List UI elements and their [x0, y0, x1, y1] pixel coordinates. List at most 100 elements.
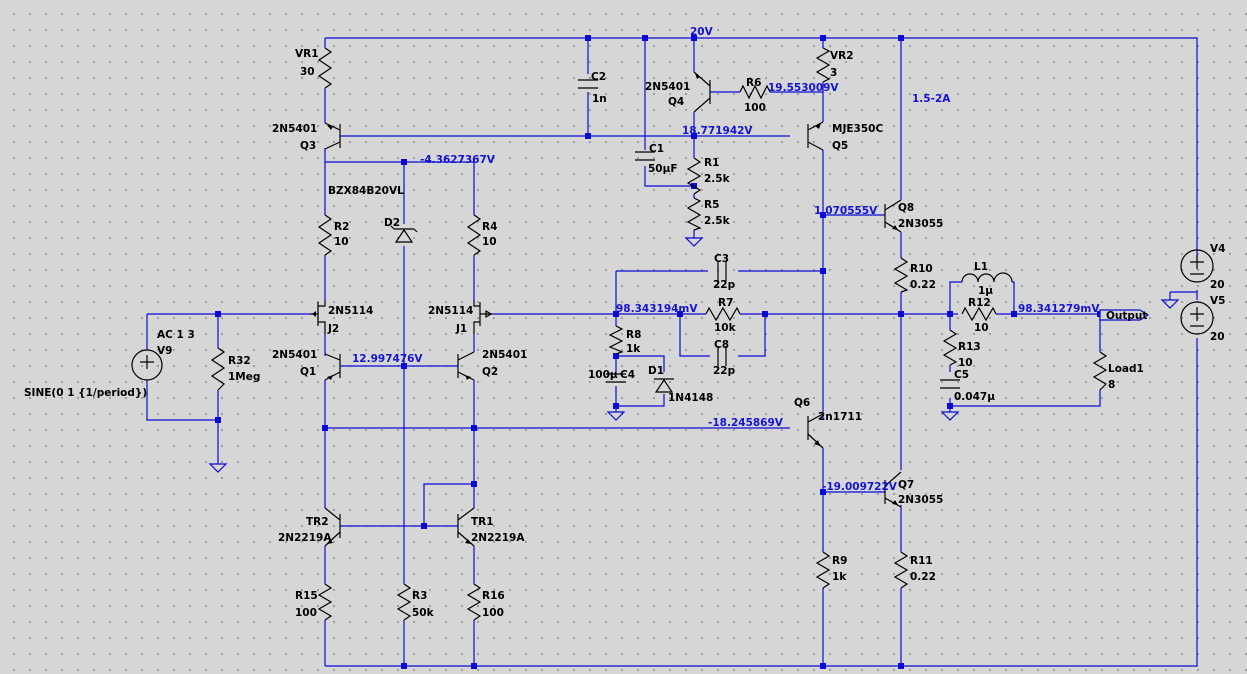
- v9-name: V9: [157, 345, 172, 357]
- r13-value: 10: [958, 357, 973, 369]
- r13-name: R13: [958, 341, 981, 353]
- d2-name: D2: [384, 217, 400, 229]
- r10-value: 0.22: [910, 279, 936, 291]
- tr1-name: TR1: [471, 516, 494, 528]
- junctions: [215, 35, 1103, 669]
- r9-name: R9: [832, 555, 847, 567]
- r3-symbol: [396, 583, 412, 621]
- c4-value: 100µ: [588, 369, 618, 381]
- c4-name: C4: [620, 369, 635, 381]
- r5-name: R5: [704, 199, 719, 211]
- diode-symbols: [390, 225, 674, 393]
- v9-symbol: [131, 349, 163, 381]
- j2-model: 2N5114: [328, 305, 373, 317]
- output-voltage: 98.341279mV: [1018, 303, 1100, 315]
- v9-value: AC 1 3: [157, 329, 195, 341]
- r12-value: 10: [974, 322, 989, 334]
- r6-value: 100: [744, 102, 766, 114]
- j1-name: J1: [455, 323, 467, 335]
- r2-symbol: [317, 214, 333, 256]
- r32-value: 1Meg: [228, 371, 260, 383]
- d1-model: 1N4148: [668, 392, 713, 404]
- diff-emitters-voltage: 12.997476V: [352, 353, 423, 365]
- c8-value: 22p: [713, 365, 736, 377]
- r15-symbol: [317, 583, 333, 621]
- v5-symbol: [1180, 301, 1214, 335]
- q3-model: 2N5401: [272, 123, 317, 135]
- q2-model: 2N5401: [482, 349, 527, 361]
- vr1-value: 30: [300, 66, 315, 78]
- q4-model: 2N5401: [645, 81, 690, 93]
- q2-name: Q2: [482, 366, 498, 378]
- source-symbols: [131, 249, 1214, 381]
- resistor-symbols: [210, 47, 1108, 621]
- q5-model: MJE350C: [832, 123, 883, 135]
- d2-symbol: [390, 225, 418, 243]
- d1-symbol: [654, 378, 674, 393]
- q7-base-voltage: -19.009722V: [822, 481, 898, 493]
- r8-symbol: [608, 325, 624, 355]
- r8-value: 1k: [626, 343, 641, 355]
- r6-symbol: [739, 84, 771, 100]
- c5-symbol: [940, 379, 960, 389]
- transistor-symbols: [310, 71, 902, 547]
- r15-value: 100: [295, 607, 317, 619]
- output-flag-label: Output: [1106, 310, 1147, 322]
- v4-symbol: [1180, 249, 1214, 283]
- r3-value: 50k: [412, 607, 435, 619]
- r10-symbol: [893, 257, 909, 293]
- v4-name: V4: [1210, 243, 1225, 255]
- vr2-name: VR2: [830, 50, 854, 62]
- r7-name: R7: [718, 297, 733, 309]
- tr1-model: 2N2219A: [471, 532, 525, 544]
- q4-emitter-voltage: 19.553009V: [768, 82, 839, 94]
- q8-base-voltage: 1.070555V: [814, 205, 878, 217]
- zener-node-voltage: -4.3627367V: [420, 154, 496, 166]
- c1-value: 50µF: [648, 163, 678, 175]
- r9-symbol: [815, 551, 831, 589]
- r7-symbol: [705, 306, 741, 322]
- c3-value: 22p: [713, 279, 736, 291]
- q6-name: Q6: [794, 397, 810, 409]
- q6-model: 2n1711: [818, 411, 862, 423]
- load1-name: Load1: [1108, 363, 1144, 375]
- r1-value: 2.5k: [704, 173, 731, 185]
- q7-model: 2N3055: [898, 494, 943, 506]
- tr2-name: TR2: [306, 516, 329, 528]
- r5-value: 2.5k: [704, 215, 731, 227]
- r1-name: R1: [704, 157, 719, 169]
- r16-value: 100: [482, 607, 504, 619]
- r11-symbol: [893, 551, 909, 589]
- tr2-model: 2N2219A: [278, 532, 332, 544]
- j2-name: J2: [327, 323, 339, 335]
- c2-symbol: [578, 79, 598, 89]
- r12-name: R12: [968, 297, 991, 309]
- c1-symbol: [635, 151, 655, 161]
- v9-sine: SINE(0 1 {1/period}): [24, 387, 147, 399]
- q8-model: 2N3055: [898, 218, 943, 230]
- rail-voltage: 20V: [690, 26, 714, 38]
- c1-name: C1: [649, 143, 664, 155]
- ground-symbols: [208, 237, 1180, 473]
- c2-value: 1n: [592, 93, 607, 105]
- q4-name: Q4: [668, 96, 684, 108]
- load1-value: 8: [1108, 379, 1115, 391]
- vr2-value: 3: [830, 67, 837, 79]
- j1-model: 2N5114: [428, 305, 473, 317]
- component-labels: VR1 30 VR2 3 C2 1n C1 50µF 2N5401 Q4 R6 …: [24, 48, 1225, 619]
- r8-name: R8: [626, 329, 641, 341]
- q5-base-voltage: 18.771942V: [682, 125, 753, 137]
- r4-symbol: [466, 214, 482, 256]
- current-annotation: 1.5-2A: [912, 93, 951, 105]
- c5-value: 0.047µ: [954, 391, 995, 403]
- r13-symbol: [942, 329, 958, 366]
- d1-name: D1: [648, 365, 664, 377]
- r32-name: R32: [228, 355, 251, 367]
- r5-symbol: [686, 197, 702, 231]
- output-flag: [1099, 309, 1150, 321]
- r16-symbol: [466, 583, 482, 621]
- vr1-symbol: [317, 47, 333, 89]
- q8-name: Q8: [898, 202, 914, 214]
- r11-name: R11: [910, 555, 933, 567]
